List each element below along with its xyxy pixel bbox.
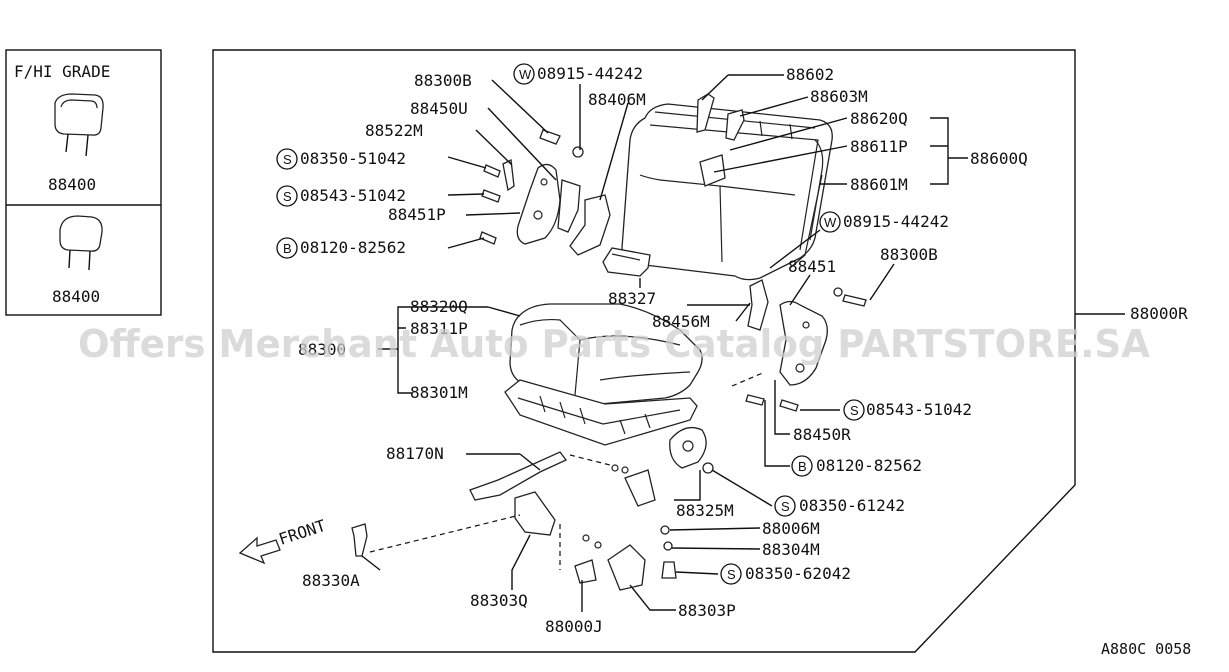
part-label-08915-44242-upper[interactable]: 08915-44242	[537, 64, 643, 83]
prefix-S-1: S	[283, 152, 292, 167]
part-label-88170N[interactable]: 88170N	[386, 444, 444, 463]
recliner-bracket-left	[502, 159, 611, 256]
watermark: Offers Merchant Auto Parts Catalog PARTS…	[78, 322, 1151, 366]
prefix-S-3: S	[850, 403, 859, 418]
part-label-88006M[interactable]: 88006M	[762, 519, 820, 538]
part-label-08350-51042[interactable]: 08350-51042	[300, 149, 406, 168]
part-label-08120-82562-left[interactable]: 08120-82562	[300, 238, 406, 257]
part-label-88406M[interactable]: 88406M	[588, 90, 646, 109]
part-label-88620Q[interactable]: 88620Q	[850, 109, 908, 128]
seat-cushion-illustration	[504, 303, 703, 446]
headrest-illustration-top	[54, 93, 104, 157]
prefix-S-2: S	[283, 189, 292, 204]
inset-panel: F/HI GRADE 88400 88400	[5, 49, 162, 316]
main-frame	[212, 49, 1076, 653]
part-label-08543-51042-left[interactable]: 08543-51042	[300, 186, 406, 205]
prefix-markers: W S S B W S B S S	[276, 63, 865, 585]
recliner-bracket-right	[731, 279, 867, 412]
inset-part-top: 88400	[48, 175, 96, 194]
part-label-88303P[interactable]: 88303P	[678, 601, 736, 620]
part-label-88451[interactable]: 88451	[788, 257, 836, 276]
part-label-88000J[interactable]: 88000J	[545, 617, 603, 636]
part-label-88450U[interactable]: 88450U	[410, 99, 468, 118]
part-label-88327[interactable]: 88327	[608, 289, 656, 308]
part-label-08350-62042[interactable]: 08350-62042	[745, 564, 851, 583]
part-label-88300B-right[interactable]: 88300B	[880, 245, 938, 264]
part-label-88450R[interactable]: 88450R	[793, 425, 851, 444]
inset-title: F/HI GRADE	[14, 62, 110, 81]
prefix-W-2: W	[824, 215, 837, 230]
part-label-88300B-upper[interactable]: 88300B	[414, 71, 472, 90]
part-label-88303Q[interactable]: 88303Q	[470, 591, 528, 610]
part-label-88602[interactable]: 88602	[786, 65, 834, 84]
part-label-88311P[interactable]: 88311P	[410, 319, 468, 338]
part-label-88300[interactable]: 88300	[298, 340, 346, 359]
part-label-88451P[interactable]: 88451P	[388, 205, 446, 224]
prefix-B-2: B	[798, 459, 807, 474]
part-label-08350-61242[interactable]: 08350-61242	[799, 496, 905, 515]
bolts-left	[479, 129, 584, 245]
prefix-S-5: S	[727, 567, 736, 582]
part-label-88320Q[interactable]: 88320Q	[410, 297, 468, 316]
part-label-88601M[interactable]: 88601M	[850, 175, 908, 194]
hinge-88327	[602, 247, 651, 277]
part-label-88301M[interactable]: 88301M	[410, 383, 468, 402]
diagram-code: A880C 0058	[1101, 640, 1191, 658]
inset-part-bottom: 88400	[52, 287, 100, 306]
seat-adjuster-parts	[351, 426, 714, 591]
part-label-88600Q[interactable]: 88600Q	[970, 149, 1028, 168]
front-arrow-icon	[238, 536, 281, 565]
part-label-08543-51042-right[interactable]: 08543-51042	[866, 400, 972, 419]
prefix-W-1: W	[519, 67, 532, 82]
part-label-08120-82562-right[interactable]: 08120-82562	[816, 456, 922, 475]
part-label-88603M[interactable]: 88603M	[810, 87, 868, 106]
hinge-88602	[696, 93, 745, 187]
part-label-88304M[interactable]: 88304M	[762, 540, 820, 559]
prefix-S-4: S	[781, 499, 790, 514]
seat-rail-88170N	[469, 451, 656, 536]
leader-lines	[361, 74, 1125, 612]
front-label: FRONT	[276, 516, 328, 549]
headrest-illustration-bottom	[59, 215, 103, 271]
prefix-B-1: B	[283, 241, 292, 256]
part-label-88000R[interactable]: 88000R	[1130, 304, 1188, 323]
part-label-88330A[interactable]: 88330A	[302, 571, 360, 590]
part-label-88456M[interactable]: 88456M	[652, 312, 710, 331]
part-label-88325M[interactable]: 88325M	[676, 501, 734, 520]
part-label-88522M[interactable]: 88522M	[365, 121, 423, 140]
part-labels: 88300B 08915-44242 88450U 88406M 88522M …	[298, 64, 1191, 658]
part-label-88611P[interactable]: 88611P	[850, 137, 908, 156]
part-label-08915-44242-right[interactable]: 08915-44242	[843, 212, 949, 231]
